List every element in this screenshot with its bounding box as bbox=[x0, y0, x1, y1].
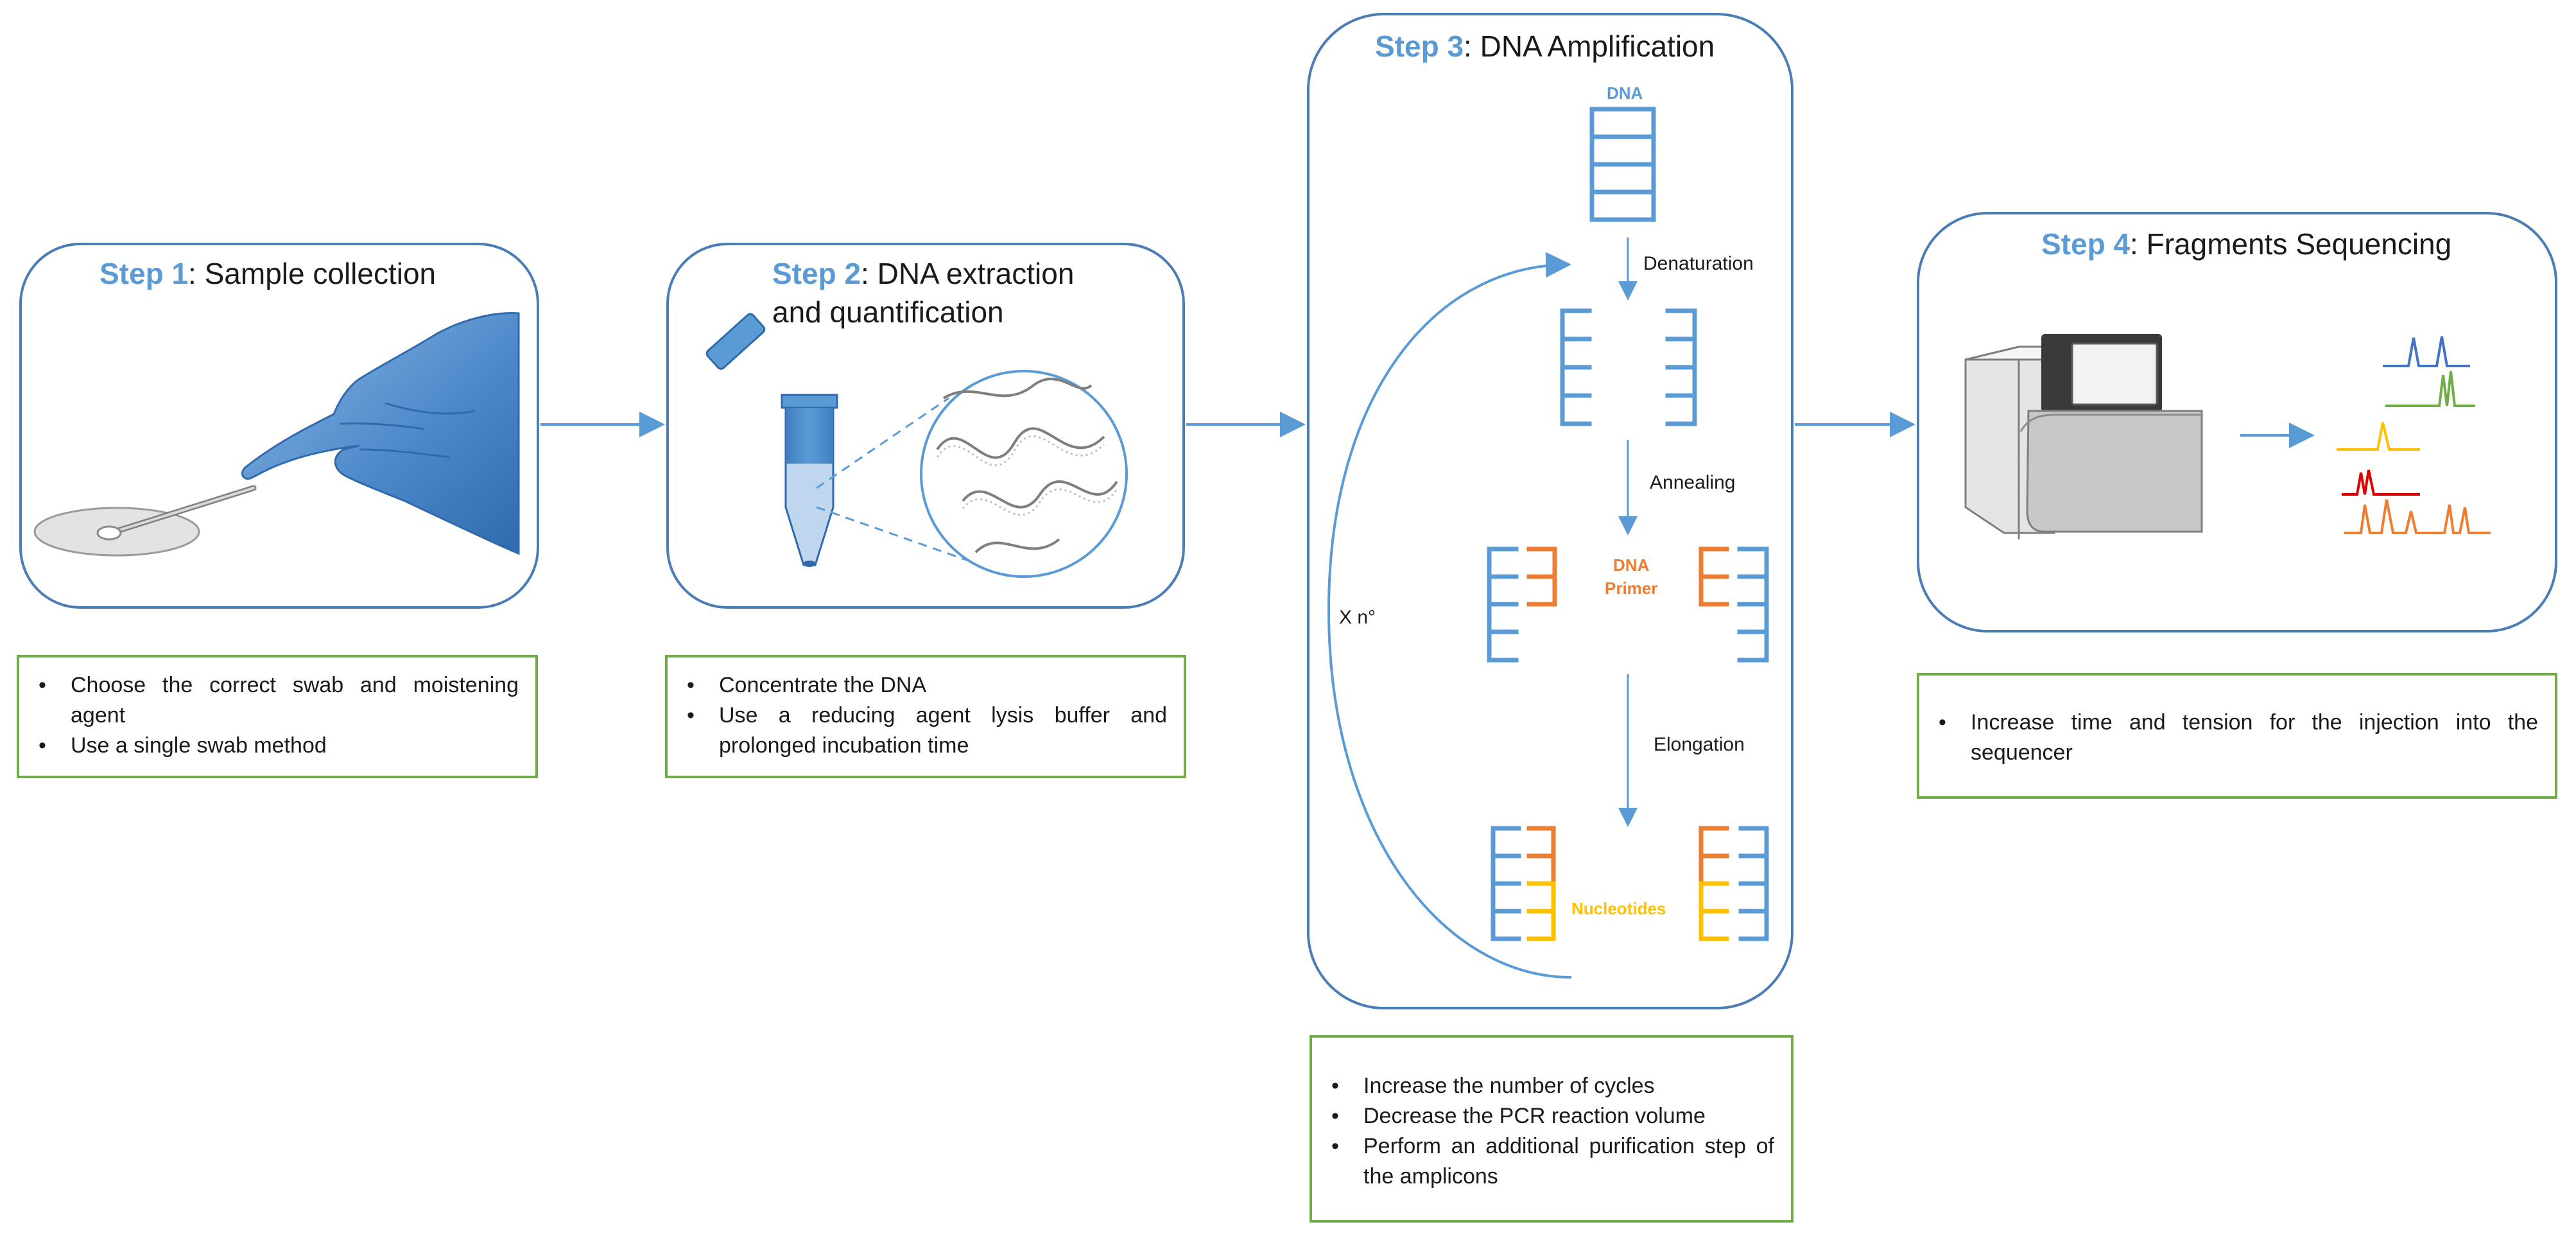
step-1-title: Step 1: Sample collection bbox=[99, 254, 436, 293]
step-4-notes: Increase time and tension for the inject… bbox=[1917, 673, 2557, 799]
denaturation-label: Denaturation bbox=[1643, 253, 1754, 274]
step-3-notes: Increase the number of cycles Decrease t… bbox=[1310, 1035, 1794, 1223]
step-2-note: Concentrate the DNA bbox=[684, 670, 1167, 701]
dna-double-strand bbox=[1589, 107, 1656, 222]
nucleotides-label: Nucleotides bbox=[1571, 899, 1666, 918]
step-4-title: Step 4: Fragments Sequencing bbox=[2041, 225, 2451, 263]
primer-label-line2: Primer bbox=[1605, 579, 1658, 598]
electropherogram-peaks-icon bbox=[2337, 336, 2491, 534]
step-3-title: Step 3: DNA Amplification bbox=[1375, 27, 1715, 65]
step-3-note: Perform an additional purification step … bbox=[1329, 1131, 1774, 1192]
step-4-title-text: : Fragments Sequencing bbox=[2130, 227, 2452, 261]
step-2-note: Use a reducing agent lysis buffer and pr… bbox=[684, 701, 1167, 761]
step-2-title-text: : DNA extraction bbox=[861, 257, 1075, 290]
cycle-loop-arrow bbox=[1327, 252, 1572, 979]
step-1-note: Use a single swab method bbox=[36, 731, 519, 761]
step-1-title-text: : Sample collection bbox=[188, 257, 437, 290]
step-4-label: Step 4 bbox=[2041, 227, 2131, 261]
step-3-label: Step 3 bbox=[1375, 30, 1464, 63]
step-4-note: Increase time and tension for the inject… bbox=[1936, 708, 2538, 768]
primer-label: DNA Primer bbox=[1605, 554, 1657, 600]
primer-label-line1: DNA bbox=[1613, 555, 1650, 575]
step-1-notes: Choose the correct swab and moistening a… bbox=[17, 655, 538, 778]
annealing-label: Annealing bbox=[1650, 472, 1736, 493]
elongation-label: Elongation bbox=[1654, 734, 1745, 755]
dna-label: DNA bbox=[1607, 83, 1643, 103]
sequencer-icon bbox=[1964, 334, 2203, 539]
pcr-cycle-graphics bbox=[1487, 107, 1769, 941]
step-3-note: Increase the number of cycles bbox=[1329, 1071, 1774, 1101]
microtube-dna-icon bbox=[705, 313, 1128, 578]
step-2-label: Step 2 bbox=[772, 257, 861, 290]
dna-elongated-strands bbox=[1491, 826, 1769, 941]
step-3-title-text: : DNA Amplification bbox=[1464, 30, 1715, 63]
step-2-title-line2: and quantification bbox=[772, 295, 1004, 329]
step-1-note: Choose the correct swab and moistening a… bbox=[36, 670, 519, 731]
step-2-title: Step 2: DNA extraction and quantificatio… bbox=[772, 254, 1074, 331]
cycles-label: X n° bbox=[1339, 607, 1376, 628]
step-1-label: Step 1 bbox=[99, 257, 189, 290]
dna-single-strands bbox=[1560, 308, 1697, 426]
gloved-hand-swab-icon bbox=[33, 312, 520, 557]
step-3-note: Decrease the PCR reaction volume bbox=[1329, 1101, 1774, 1131]
step-2-notes: Concentrate the DNA Use a reducing agent… bbox=[665, 655, 1186, 778]
step-3-box bbox=[1307, 13, 1794, 1009]
dna-annealed-primers bbox=[1487, 546, 1769, 663]
